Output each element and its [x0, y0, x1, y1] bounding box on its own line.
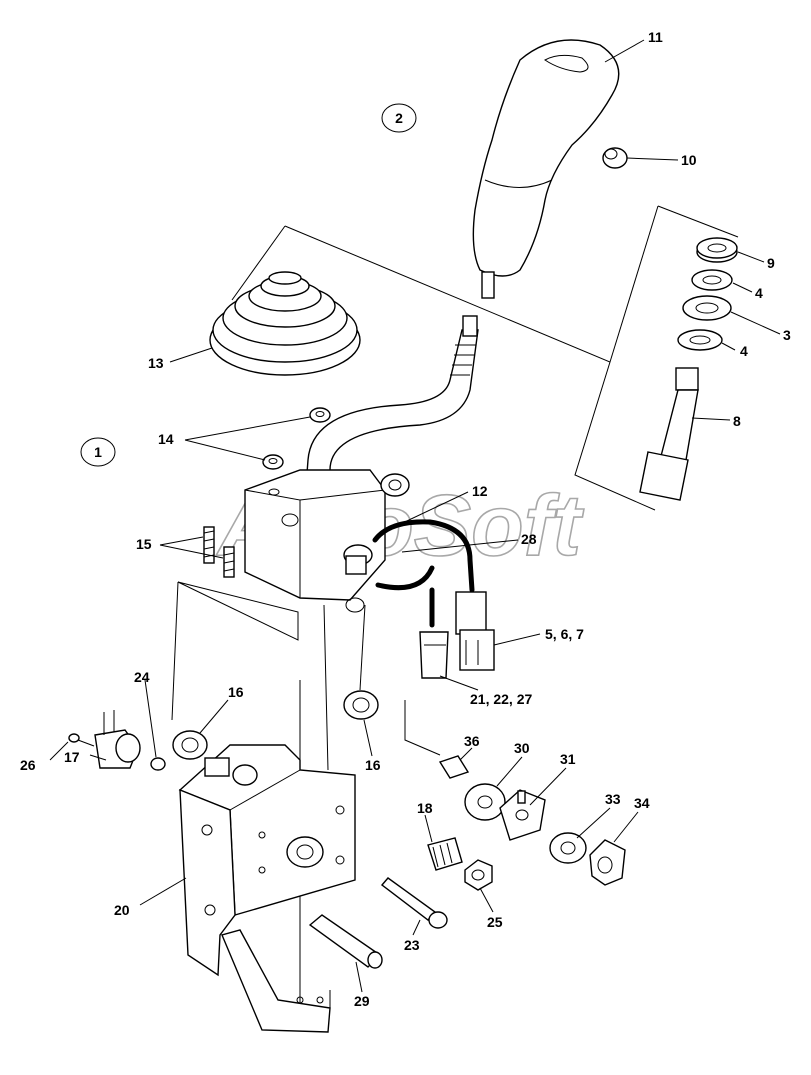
callout-4-upper: 4: [755, 285, 763, 301]
bushing-16-right: [343, 690, 379, 720]
washer-4-upper: [691, 269, 733, 291]
callout-10: 10: [681, 152, 697, 168]
callout-21-22-27: 21, 22, 27: [470, 691, 532, 707]
callout-29: 29: [354, 993, 370, 1009]
callout-16-left: 16: [228, 684, 244, 700]
plug-21-22-27: [419, 631, 449, 679]
bushing-16-left: [172, 730, 208, 760]
washer-4-lower: [677, 329, 723, 351]
pin-29: [308, 914, 383, 969]
washer-3: [682, 295, 732, 321]
callout-5-6-7: 5, 6, 7: [545, 626, 584, 642]
callout-23: 23: [404, 937, 420, 953]
callout-3: 3: [783, 327, 791, 343]
callout-24: 24: [134, 669, 150, 685]
callout-9: 9: [767, 255, 775, 271]
callout-33: 33: [605, 791, 621, 807]
nut-9: [696, 237, 738, 263]
callout-4-lower: 4: [740, 343, 748, 359]
callout-26: 26: [20, 757, 36, 773]
leader-lines: [49, 39, 781, 993]
nut-34: [589, 839, 626, 886]
hex-nut-25: [464, 859, 493, 891]
callout-13: 13: [148, 355, 164, 371]
washer-30: [464, 783, 506, 821]
callout-12: 12: [472, 483, 488, 499]
callout-31: 31: [560, 751, 576, 767]
callout-18: 18: [417, 800, 433, 816]
nut-14-a: [309, 407, 331, 423]
callout-36: 36: [464, 733, 480, 749]
shift-knob: [472, 39, 620, 299]
group-marker-1: 1: [80, 437, 116, 467]
group-marker-2: 2: [381, 103, 417, 133]
lever-plate-31: [499, 789, 546, 841]
callout-28: 28: [521, 531, 537, 547]
group-marker-2-label: 2: [395, 110, 403, 126]
knob-nut: [602, 147, 628, 169]
callout-20: 20: [114, 902, 130, 918]
extension-shaft: [639, 367, 699, 501]
nut-24: [150, 757, 166, 771]
nut-14-b: [262, 454, 284, 470]
springs-15: [203, 526, 235, 578]
callout-11: 11: [648, 29, 663, 45]
washer-33: [549, 832, 587, 864]
callout-14: 14: [158, 431, 174, 447]
bolt-23: [380, 877, 448, 929]
spring-18: [427, 837, 463, 871]
callout-labels: 11 10 9 4 3 4 8 13 14 15 12 28 5, 6, 7 2…: [20, 29, 791, 1009]
wiring-harness: [372, 519, 475, 628]
callout-8: 8: [733, 413, 741, 429]
pin-36: [438, 755, 470, 779]
group-marker-1-label: 1: [94, 444, 102, 460]
connector-5-6-7: [455, 591, 495, 671]
screw-26: [68, 733, 95, 747]
callout-15: 15: [136, 536, 152, 552]
callout-16-right: 16: [365, 757, 381, 773]
rubber-boot: [209, 271, 361, 376]
callout-17: 17: [64, 749, 80, 765]
callout-25: 25: [487, 914, 503, 930]
selector-housing: [244, 469, 410, 613]
callout-34: 34: [634, 795, 650, 811]
switch-17: [94, 710, 141, 769]
mounting-bracket-20: [178, 744, 356, 1033]
callout-30: 30: [514, 740, 530, 756]
